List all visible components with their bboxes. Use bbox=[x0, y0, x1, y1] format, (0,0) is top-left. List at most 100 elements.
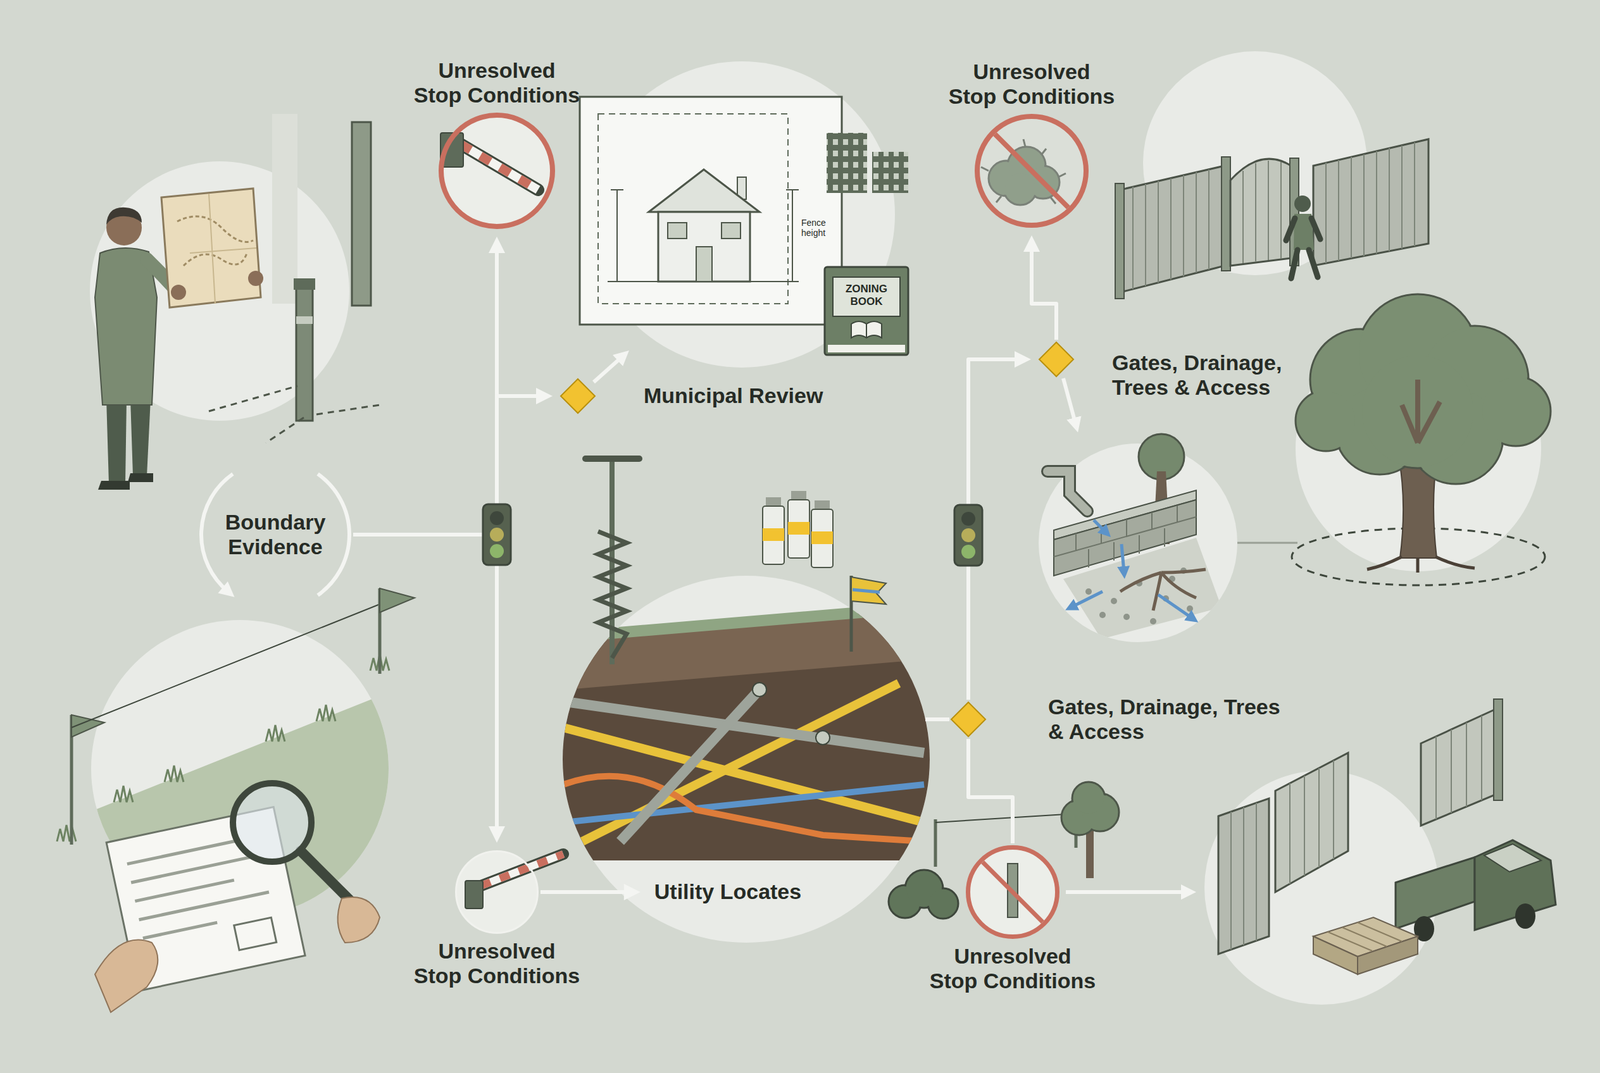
drainage-scene bbox=[1038, 378, 1298, 643]
delivery-scene-part bbox=[1357, 936, 1418, 975]
circle-outline bbox=[441, 115, 553, 227]
dimension-label: Fence height bbox=[801, 217, 837, 238]
connector-group bbox=[353, 387, 553, 535]
utility-scene-part bbox=[852, 589, 880, 593]
stop-circle-fill bbox=[977, 116, 1087, 226]
tree-scene-part-part bbox=[1362, 355, 1474, 468]
utility-scene-part-part-part bbox=[563, 776, 925, 842]
utility-scene-part-part-part bbox=[752, 682, 767, 697]
arrowhead bbox=[624, 884, 641, 901]
circle-outline bbox=[456, 851, 538, 934]
flow-connector bbox=[968, 739, 1013, 844]
drainage-scene-part bbox=[1237, 542, 1298, 545]
tree-scene-part bbox=[1296, 295, 1550, 483]
surveyor-scene-part bbox=[106, 207, 142, 225]
delivery-scene-part bbox=[1474, 840, 1556, 931]
protected-area-scene-part bbox=[934, 819, 938, 868]
delivery-scene-part bbox=[1327, 922, 1402, 952]
surveyor-scene-part bbox=[296, 281, 313, 421]
node-label: Unresolved Stop Conditions bbox=[928, 944, 1097, 994]
zoning-scene-part bbox=[832, 277, 900, 317]
stop-circle: Unresolved Stop Conditions bbox=[438, 112, 556, 230]
stop-circle: Unresolved Stop Conditions bbox=[965, 845, 1060, 940]
node-outline bbox=[1038, 341, 1075, 378]
protected-area-scene-part bbox=[889, 871, 957, 918]
node-label: Municipal Review bbox=[643, 383, 823, 409]
drainage-scene-part-part bbox=[1110, 598, 1118, 605]
zoning-scene-part bbox=[824, 267, 909, 356]
drainage-scene-part bbox=[1158, 594, 1194, 619]
traffic-light-part bbox=[489, 544, 504, 559]
tree-scene-part-part bbox=[1482, 377, 1550, 445]
drainage-scene-part bbox=[1070, 591, 1103, 608]
tree-scene-part bbox=[1401, 379, 1440, 444]
connector-group bbox=[540, 884, 641, 901]
stop-circle-fill bbox=[456, 851, 538, 933]
zoning-scene-part bbox=[667, 222, 687, 239]
delivery-scene-part bbox=[1275, 753, 1349, 893]
drainage-scene-part bbox=[1047, 471, 1088, 512]
tree-scene-part bbox=[1295, 294, 1551, 485]
traffic-light-part bbox=[961, 544, 976, 559]
gate-scene-part bbox=[1132, 169, 1209, 290]
node-label: Unresolved Stop Conditions bbox=[412, 58, 582, 108]
utility-scene-part bbox=[762, 506, 785, 565]
drainage-scene-part bbox=[1038, 443, 1238, 643]
protected-area-scene-part bbox=[1065, 890, 1189, 895]
delivery-scene-part bbox=[1484, 844, 1542, 873]
node-label: Unresolved Stop Conditions bbox=[947, 59, 1116, 109]
protected-area-scene-part bbox=[935, 813, 1076, 823]
drainage-scene-part bbox=[1053, 500, 1197, 576]
evidence-scene-part bbox=[56, 654, 390, 842]
ring-arrowhead bbox=[217, 581, 235, 598]
cycle-ring: Boundary Evidence bbox=[199, 458, 352, 611]
surveyor-scene-part bbox=[170, 284, 187, 300]
zoning-scene-part bbox=[826, 132, 868, 194]
connector-group bbox=[1023, 235, 1057, 340]
surveyor-scene-part bbox=[89, 161, 350, 421]
zoning-scene bbox=[579, 61, 909, 383]
zoning-scene-part bbox=[826, 132, 868, 194]
barrier-gate-part bbox=[460, 144, 538, 190]
gate-scene-part bbox=[1120, 165, 1225, 293]
zoning-scene-part bbox=[827, 344, 906, 353]
traffic-light-part bbox=[482, 504, 511, 566]
surveyor-scene-part bbox=[296, 316, 313, 325]
evidence-scene-part bbox=[337, 897, 380, 944]
tree-scene bbox=[1291, 294, 1551, 586]
protected-area-scene-part-part bbox=[929, 889, 957, 918]
zoning-scene-part bbox=[593, 355, 624, 383]
arrowhead bbox=[1023, 235, 1040, 252]
arrowhead bbox=[488, 236, 506, 254]
circle-outline bbox=[977, 116, 1087, 226]
zoning-scene-part bbox=[648, 169, 760, 213]
delivery-scene-part bbox=[1436, 715, 1482, 820]
delivery-scene-part bbox=[1218, 798, 1269, 955]
utility-scene-part bbox=[811, 531, 833, 545]
flow-connector bbox=[353, 534, 497, 835]
flow-connector bbox=[540, 890, 632, 895]
barrier-gate-part bbox=[460, 144, 538, 190]
drainage-scene-part bbox=[1053, 505, 1197, 568]
node-outline bbox=[455, 850, 539, 935]
protected-area-scene-part-part bbox=[1073, 783, 1104, 814]
barrier-gate bbox=[440, 132, 538, 190]
delivery-scene bbox=[1204, 699, 1556, 1006]
protected-area-scene-part bbox=[968, 848, 1057, 937]
surveyor-scene-part bbox=[130, 398, 151, 476]
surveyor-scene-part bbox=[208, 386, 380, 444]
node-label: Utility Locates bbox=[654, 879, 802, 905]
surveyor-scene-part bbox=[106, 398, 127, 485]
utility-scene-part bbox=[598, 531, 627, 659]
protected-area-scene-part bbox=[1061, 782, 1119, 836]
drainage-scene-part-part bbox=[1123, 613, 1130, 621]
node-label: Gates, Drainage, Trees & Access bbox=[1112, 350, 1302, 400]
drainage-scene-part bbox=[1093, 520, 1107, 533]
utility-scene-part bbox=[787, 500, 810, 559]
arrowhead bbox=[536, 387, 553, 405]
tree-scene-part-part bbox=[1296, 391, 1356, 450]
utility-scene-part-part-part bbox=[620, 689, 760, 842]
zoning-scene-part bbox=[607, 189, 799, 282]
arrowhead bbox=[1014, 351, 1032, 368]
